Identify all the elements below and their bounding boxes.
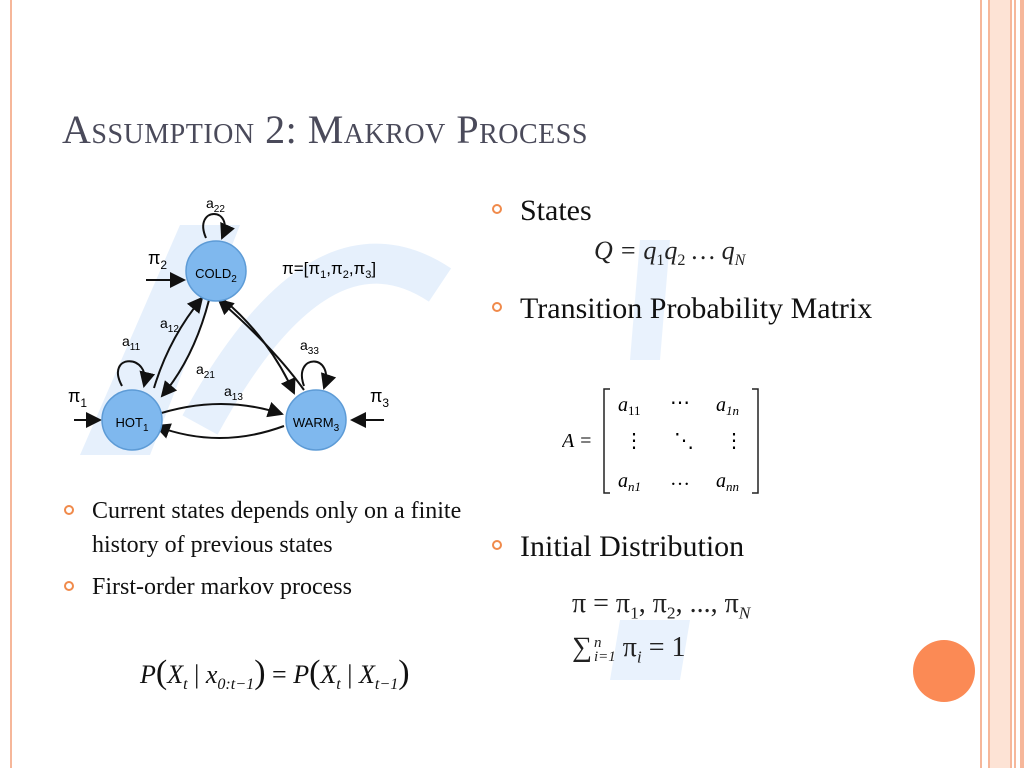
bullet-text: Transition Probability Matrix — [520, 292, 873, 325]
state-label-cold: COLD2 — [195, 266, 237, 285]
state-node-cold — [185, 240, 247, 302]
pi-vector-label: π=[π1,π2,π3] — [282, 259, 376, 281]
matrix-cell: a11 — [618, 394, 641, 418]
decorative-circle — [913, 640, 975, 702]
arrow-hot-to-warm — [151, 401, 284, 418]
bullet-item-transition: Transition Probability Matrix — [490, 288, 920, 330]
markov-state-diagram: COLD2 HOT1 WARM3 a22 a11 a33 a12 a21 a13… — [68, 195, 389, 451]
arrow-warm-to-hot — [154, 423, 285, 439]
markov-equation: P(Xt | x0:t−1) = P(Xt | Xt−1) — [140, 654, 410, 694]
label-pi2: π2 — [148, 248, 167, 272]
right-frame-stripes — [980, 0, 1024, 768]
bullet-icon — [64, 505, 74, 515]
state-label-hot: HOT1 — [115, 415, 148, 434]
bullet-text: Current states depends only on a finite … — [92, 498, 462, 558]
label-a22: a22 — [206, 195, 225, 215]
left-bullet-list: Current states depends only on a finite … — [62, 494, 462, 612]
bullet-icon — [492, 204, 502, 214]
label-a33: a33 — [300, 337, 319, 357]
label-a13: a13 — [224, 383, 243, 403]
state-node-warm — [285, 389, 347, 451]
matrix-cell: an1 — [618, 470, 641, 494]
arrow-warm-to-cold — [217, 298, 305, 391]
bullet-icon — [492, 302, 502, 312]
arrow-hot-to-cold — [153, 296, 204, 389]
bullet-item-initial: Initial Distribution — [490, 526, 920, 568]
label-pi1: π1 — [68, 386, 87, 410]
left-frame-line — [10, 0, 12, 768]
loop-a22 — [202, 213, 235, 240]
matrix-cell: ⋯ — [670, 392, 690, 414]
bullet-text: First-order markov process — [92, 574, 352, 600]
bullet-text: States — [520, 194, 592, 227]
bullet-item-states: States — [490, 190, 920, 232]
bullet-text: Initial Distribution — [520, 530, 745, 563]
bullet-item: First-order markov process — [62, 570, 462, 604]
arrow-cold-to-hot — [160, 299, 210, 398]
label-a12: a12 — [160, 315, 179, 335]
label-pi3: π3 — [370, 386, 389, 410]
matrix-left-bracket — [603, 388, 610, 494]
matrix-lhs: A = — [562, 430, 592, 452]
loop-a11 — [116, 360, 156, 388]
watermark-right — [610, 240, 690, 680]
states-equation: Q = q1q2 … qN — [594, 236, 746, 270]
matrix-cell: ann — [716, 470, 739, 494]
matrix-cell: ⋱ — [674, 430, 694, 452]
slide-title: Assumption 2: Makrov Process — [62, 107, 588, 152]
initial-distribution-equation: π = π1, π2, ..., πN — [572, 588, 751, 623]
state-node-hot — [101, 389, 163, 451]
label-a21: a21 — [196, 361, 215, 381]
label-a11: a11 — [122, 333, 141, 353]
matrix-cell: ⋮ — [624, 430, 644, 452]
matrix-cell: … — [670, 468, 690, 490]
matrix-cell: a1n — [716, 394, 739, 418]
transition-matrix: A = a11 ⋯ a1n ⋮ ⋱ ⋮ an1 … ann — [562, 388, 759, 494]
bullet-icon — [64, 581, 74, 591]
matrix-right-bracket — [752, 388, 759, 494]
loop-a33 — [301, 360, 337, 390]
bullet-item: Current states depends only on a finite … — [62, 494, 462, 562]
matrix-cell: ⋮ — [724, 430, 744, 452]
bullet-icon — [492, 540, 502, 550]
state-label-warm: WARM3 — [293, 415, 340, 434]
